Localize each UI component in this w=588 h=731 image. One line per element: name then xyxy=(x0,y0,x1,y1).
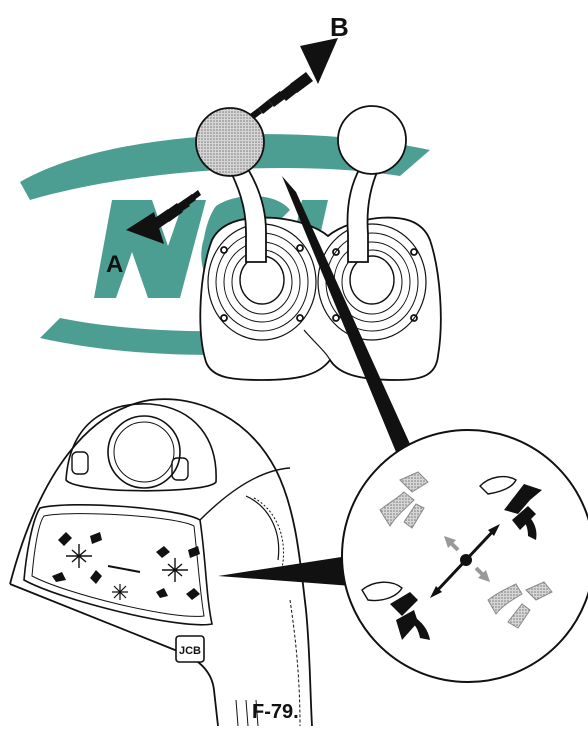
figure-caption: F-79. xyxy=(252,702,299,722)
direction-label-b: B xyxy=(330,14,349,40)
callout-wedge-lower xyxy=(218,556,352,586)
jcb-badge: JCB xyxy=(176,636,204,662)
svg-text:JCB: JCB xyxy=(179,645,201,657)
right-joystick-knob xyxy=(338,106,406,174)
zoom-detail-circle xyxy=(342,430,588,682)
direction-label-a: A xyxy=(106,253,123,277)
middle-symbol-icon xyxy=(112,584,128,600)
armrest-pod xyxy=(10,399,312,726)
joystick-console xyxy=(200,218,440,380)
direction-arrow-b xyxy=(250,38,338,119)
left-joystick-knob xyxy=(196,108,264,176)
